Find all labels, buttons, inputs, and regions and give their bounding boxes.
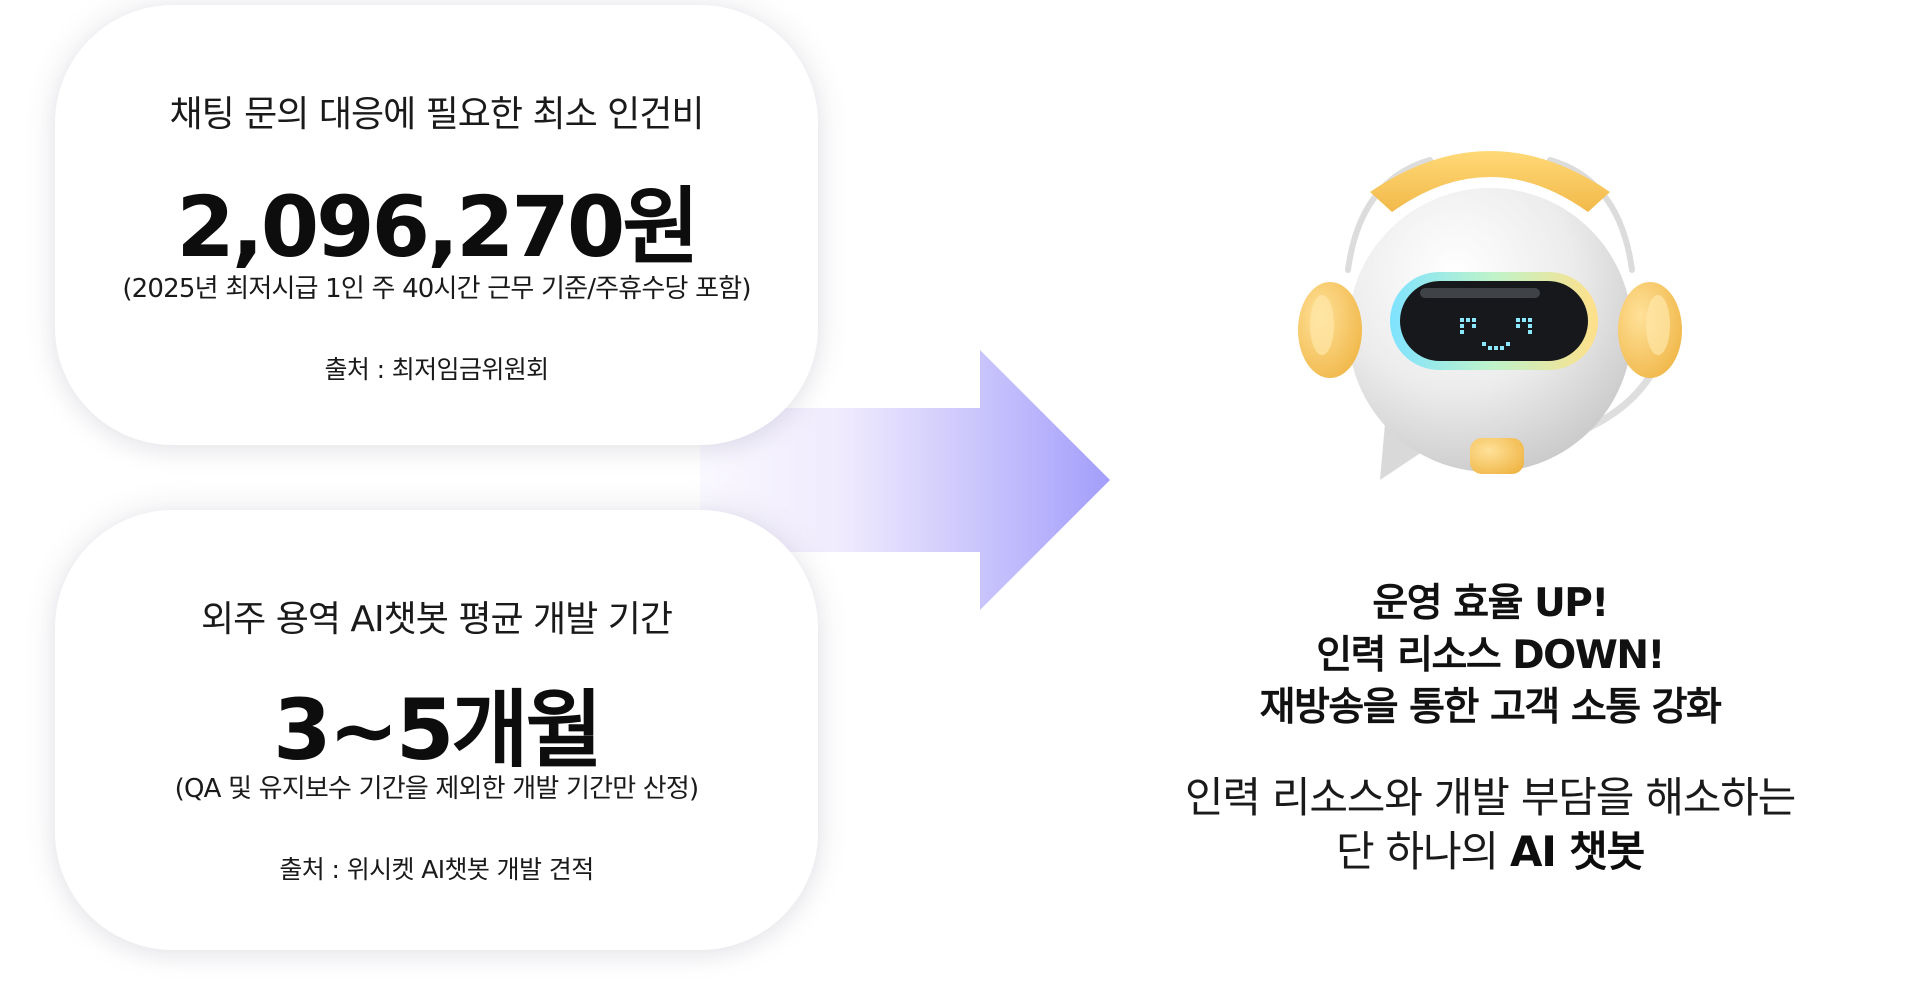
subline-prefix: 단 하나의 xyxy=(1335,827,1510,876)
development-period-value: 3~5개월 xyxy=(273,681,603,779)
subline-line-1: 인력 리소스와 개발 부담을 해소하는 xyxy=(1184,773,1796,822)
development-period-source: 출처 : 위시켓 AI챗봇 개발 견적 xyxy=(279,855,594,884)
headline-line-2: 인력 리소스 DOWN! xyxy=(1316,633,1665,678)
headline-line-1: 운영 효율 UP! xyxy=(1372,581,1609,626)
chatbot-robot-headset-icon xyxy=(1298,151,1682,480)
subline-line-2: 단 하나의 AI 챗봇 xyxy=(1150,824,1830,880)
labor-cost-title: 채팅 문의 대응에 필요한 최소 인건비 xyxy=(169,94,704,135)
labor-cost-value: 2,096,270원 xyxy=(176,178,699,276)
subline-emphasis: AI 챗봇 xyxy=(1510,827,1645,876)
headline-line-3: 재방송을 통한 고객 소통 강화 xyxy=(1259,685,1722,730)
right-arrow-icon xyxy=(700,350,1110,610)
development-period-title: 외주 용역 AI챗봇 평균 개발 기간 xyxy=(201,599,673,640)
labor-cost-note: (2025년 최저시급 1인 주 40시간 근무 기준/주휴수당 포함) xyxy=(122,274,751,304)
development-period-note: (QA 및 유지보수 기간을 제외한 개발 기간만 산정) xyxy=(174,774,700,804)
labor-cost-source: 출처 : 최저임금위원회 xyxy=(324,355,549,384)
labor-cost-card: 채팅 문의 대응에 필요한 최소 인건비 2,096,270원 (2025년 최… xyxy=(55,5,818,445)
development-period-card: 외주 용역 AI챗봇 평균 개발 기간 3~5개월 (QA 및 유지보수 기간을… xyxy=(55,510,818,950)
